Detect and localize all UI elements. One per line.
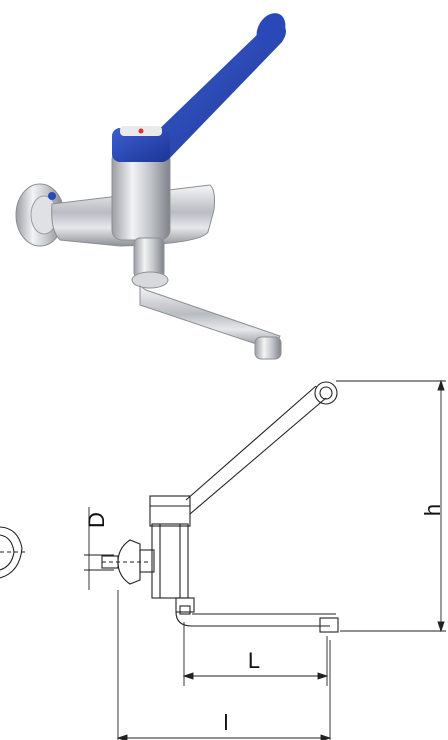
lever-outline	[185, 381, 338, 515]
spout	[139, 285, 282, 360]
dim-d-lines	[84, 507, 114, 590]
dim-label-L: L	[248, 648, 260, 673]
side-view-partial	[0, 526, 26, 579]
rosette-outline	[101, 539, 150, 585]
technical-drawing: h D L l	[0, 379, 446, 740]
lever-handle	[112, 13, 286, 162]
dim-h-lines	[336, 379, 446, 633]
body-outline	[139, 495, 195, 615]
faucet-body	[51, 149, 215, 289]
dim-label-l: l	[224, 710, 229, 735]
dim-label-d: D	[84, 512, 109, 528]
spout-outline	[175, 611, 339, 633]
faucet-photo	[15, 13, 286, 360]
dim-L-lines	[182, 622, 329, 686]
dim-label-h: h	[420, 504, 445, 516]
